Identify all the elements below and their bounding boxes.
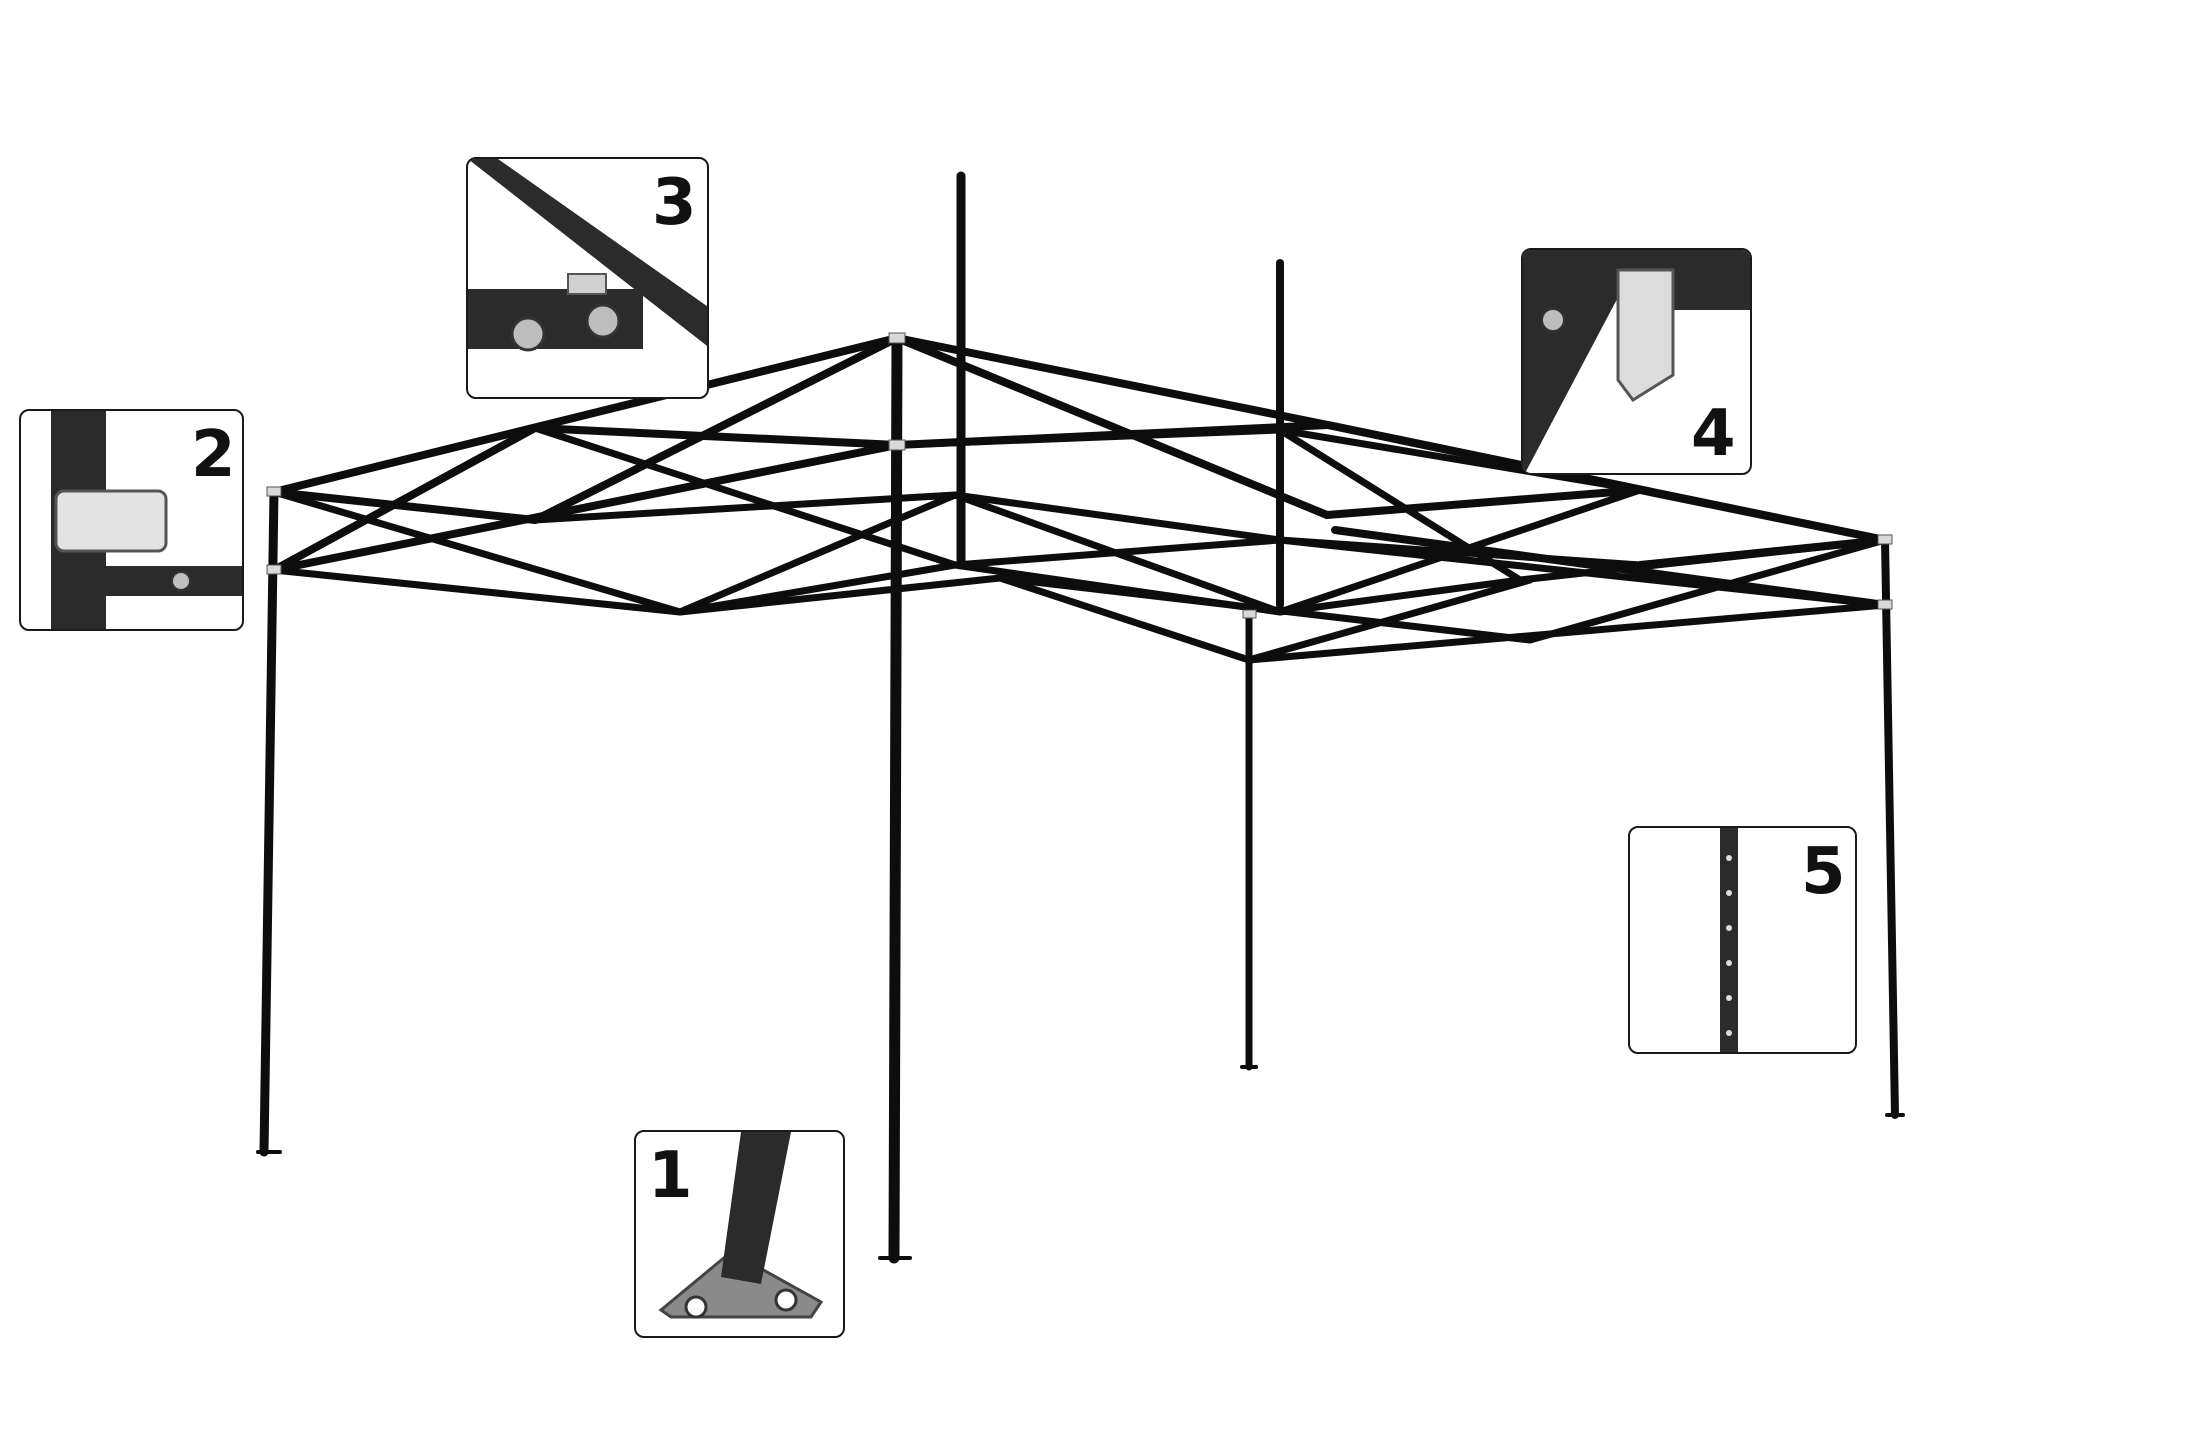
detail-inset-height-adjust: 5	[1628, 826, 1857, 1054]
detail-inset-truss-bolt-joint: 3	[466, 157, 709, 399]
leg-front-center	[888, 332, 903, 1264]
truss-bolt-joint-icon	[468, 159, 707, 352]
inset-number-4: 4	[1691, 397, 1736, 471]
inset-number-2: 2	[191, 418, 236, 492]
height-adjust-holes-icon	[1720, 828, 1738, 1052]
inset-number-5: 5	[1801, 835, 1846, 909]
detail-inset-top-corner-bracket: 4	[1521, 248, 1752, 475]
detail-inset-slider-bracket: 2	[19, 409, 244, 631]
slider-bracket-icon	[51, 411, 242, 629]
leg-front-left	[259, 487, 279, 1157]
inset-number-3: 3	[652, 166, 697, 240]
inset-number-1: 1	[648, 1139, 693, 1213]
detail-inset-base-plate: 1	[634, 1130, 845, 1338]
base-plate-icon	[658, 1132, 824, 1319]
top-corner-bracket-icon	[1523, 250, 1750, 473]
leg-front-right	[1881, 536, 1899, 1119]
